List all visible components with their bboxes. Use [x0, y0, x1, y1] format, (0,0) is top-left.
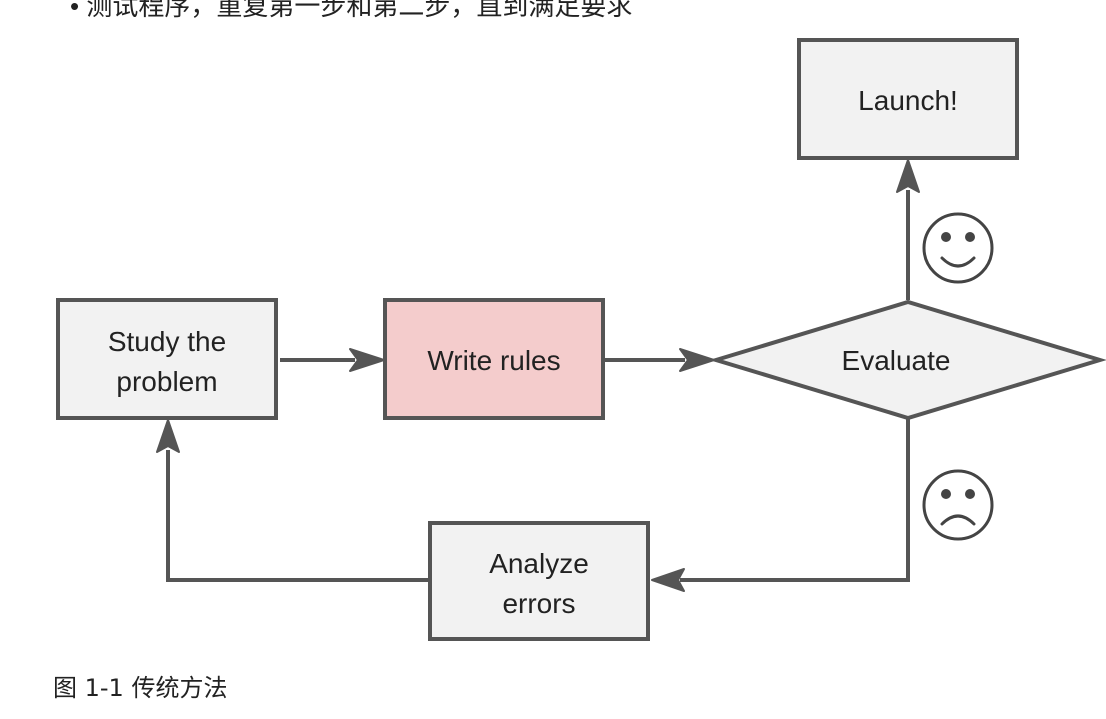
- edge-write-to-evaluate: [605, 348, 715, 372]
- node-analyze-errors: Analyze errors: [428, 521, 650, 641]
- frowning-face-icon: [922, 469, 994, 541]
- node-evaluate: Evaluate: [709, 299, 1106, 421]
- node-label: Analyze: [489, 548, 589, 579]
- node-label: errors: [502, 588, 575, 619]
- node-write-rules: Write rules: [383, 298, 605, 420]
- top-instruction-text: • 测试程序，重复第一步和第二步，直到满足要求: [70, 0, 633, 21]
- edge-evaluate-to-analyze: [651, 418, 910, 592]
- node-study-the-problem: Study the problem: [56, 298, 278, 420]
- arrowhead-icon: [896, 159, 920, 193]
- flowchart: Study the problem Write rules Evaluate L…: [56, 38, 1106, 641]
- edge-analyze-to-study: [156, 419, 430, 582]
- figure-caption: 图 1-1 传统方法: [53, 674, 228, 702]
- node-label: Launch!: [858, 85, 958, 116]
- arrowhead-icon: [349, 348, 385, 372]
- smiley-face-icon: [922, 212, 994, 284]
- node-launch: Launch!: [797, 38, 1019, 160]
- arrowhead-icon: [651, 568, 685, 592]
- node-label: problem: [116, 366, 217, 397]
- node-label: Write rules: [427, 345, 560, 376]
- arrowhead-icon: [156, 419, 180, 453]
- node-label: Study the: [108, 326, 226, 357]
- edge-study-to-write: [280, 348, 385, 372]
- arrowhead-icon: [679, 348, 715, 372]
- edge-evaluate-to-launch: [896, 159, 920, 300]
- node-label: Evaluate: [842, 345, 951, 376]
